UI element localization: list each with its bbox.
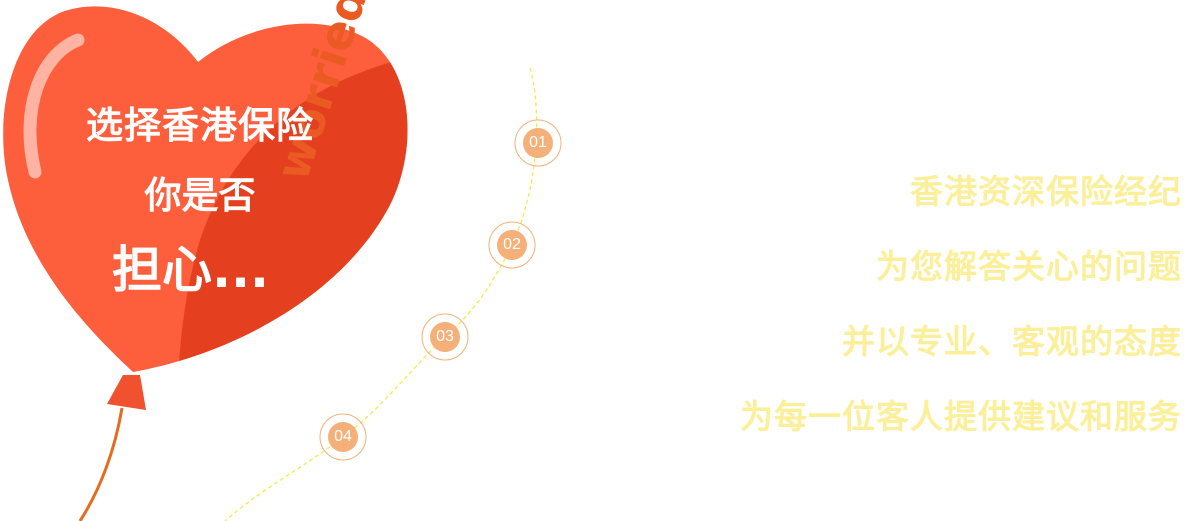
step-number-3: 03 bbox=[436, 328, 454, 345]
description-line-1: 香港资深保险经纪 bbox=[910, 172, 1182, 211]
description-block: 香港资深保险经纪 为您解答关心的问题 并以专业、客观的态度 为每一位客人提供建议… bbox=[740, 170, 1182, 470]
balloon-string bbox=[78, 407, 124, 521]
description-line-2: 为您解答关心的问题 bbox=[876, 247, 1182, 286]
balloon-title-line2: 你是否 bbox=[144, 174, 256, 217]
balloon-title-line1: 选择香港保险 bbox=[86, 104, 314, 147]
balloon-title-line3: 担心... bbox=[112, 241, 269, 299]
step-number-2: 02 bbox=[503, 236, 521, 253]
step-circles bbox=[319, 119, 562, 461]
description-line-3: 并以专业、客观的态度 bbox=[842, 322, 1182, 361]
description-line-4: 为每一位客人提供建议和服务 bbox=[740, 397, 1182, 436]
step-number-4: 04 bbox=[334, 428, 352, 445]
balloon-highlight bbox=[23, 33, 85, 179]
balloon-knot bbox=[107, 375, 146, 410]
step-number-1: 01 bbox=[529, 134, 547, 151]
